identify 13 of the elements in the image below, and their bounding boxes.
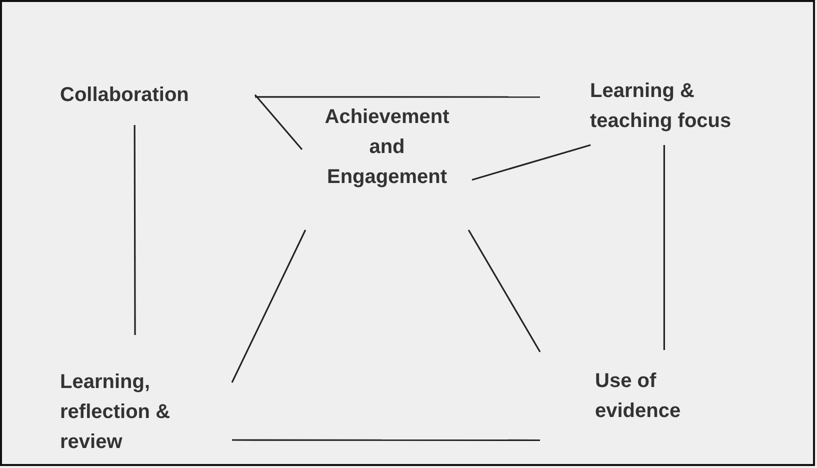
node-label: Use of evidence (595, 369, 682, 424)
connector-line (254, 94, 303, 150)
connector-line (663, 145, 665, 350)
connector-line (255, 96, 540, 98)
connector-line (468, 230, 541, 352)
connector-line (232, 439, 540, 442)
connector-line (134, 125, 136, 335)
connector-line (472, 144, 591, 181)
node-label: Learning & teaching focus (590, 79, 732, 134)
node-label: Collaboration (60, 83, 190, 108)
node-label: Learning, reflection & review (60, 370, 172, 455)
connector-line (231, 230, 306, 383)
node-label: Achievement and Engagement (324, 105, 450, 190)
